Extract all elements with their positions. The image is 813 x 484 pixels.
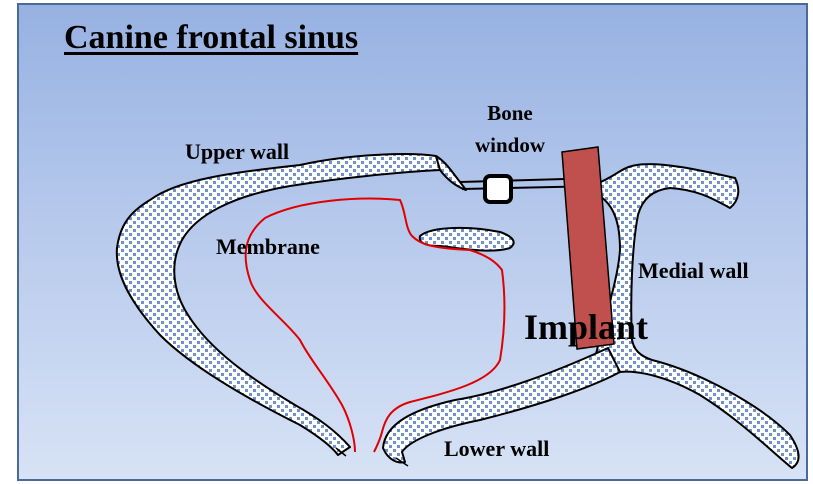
slide-title: Canine frontal sinus — [64, 18, 358, 58]
label-upper-wall: Upper wall — [185, 141, 289, 163]
label-lower-wall: Lower wall — [444, 438, 549, 460]
label-medial-wall: Medial wall — [638, 260, 749, 282]
label-bone-window: Bone window — [458, 97, 562, 161]
upper-wall-right — [436, 156, 466, 190]
bone-window-square — [485, 176, 511, 202]
label-implant: Implant — [524, 309, 648, 345]
label-membrane: Membrane — [216, 236, 320, 258]
